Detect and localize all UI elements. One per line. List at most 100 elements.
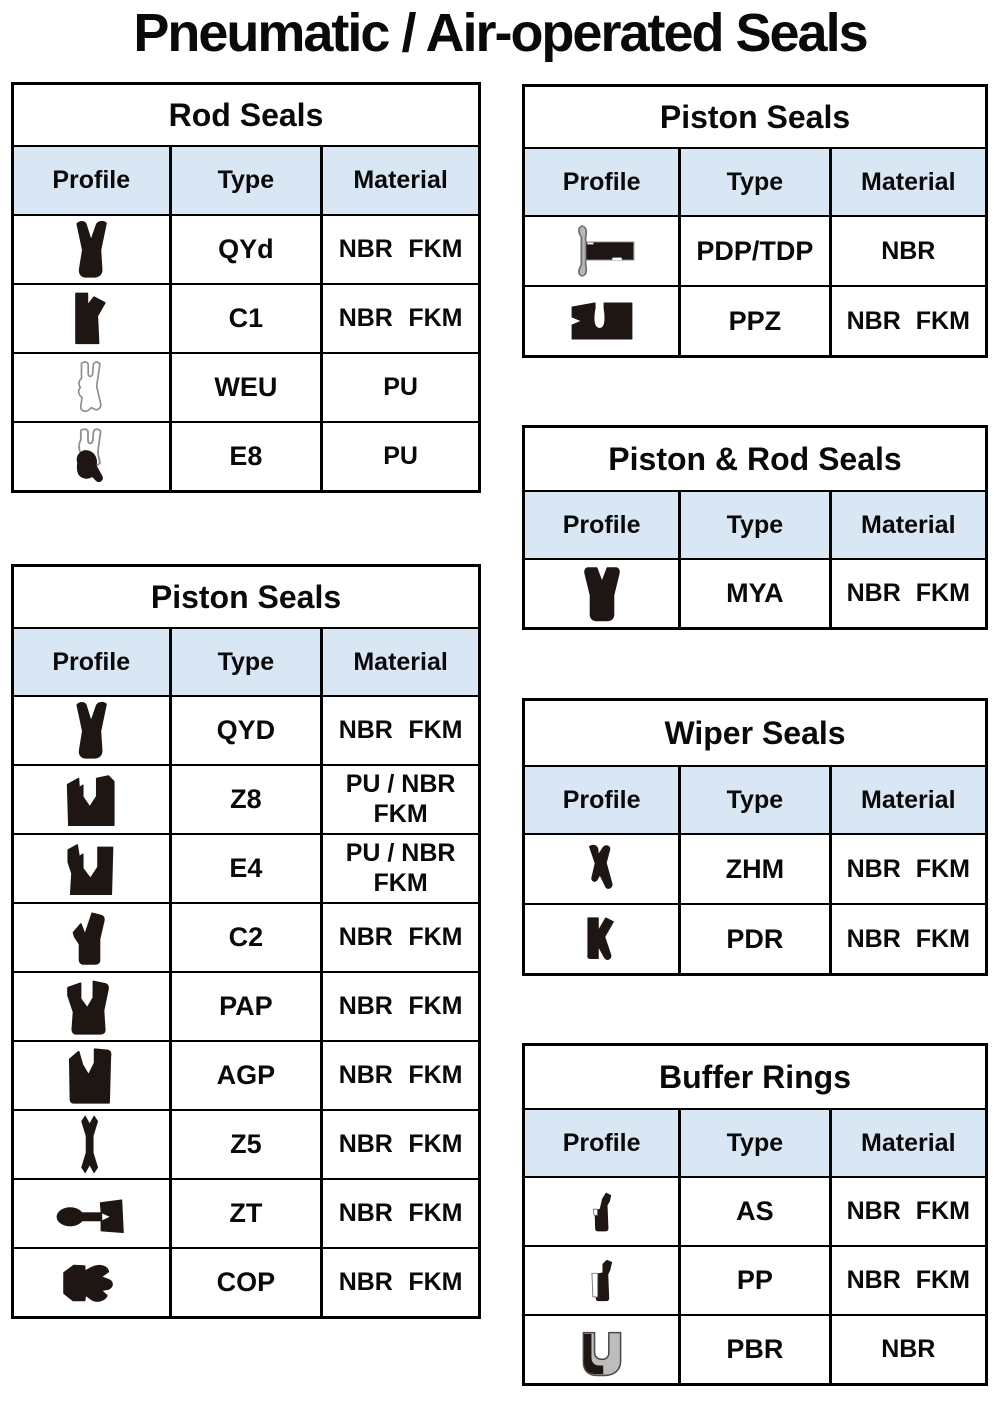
profile-cell xyxy=(525,1247,678,1314)
as-seal-profile-icon xyxy=(592,1192,611,1231)
e8-seal-profile-icon xyxy=(76,427,104,482)
profile-column-header: Profile xyxy=(525,492,679,558)
z8-seal-profile-icon xyxy=(67,774,115,826)
profile-cell xyxy=(525,287,678,355)
material-value: FKM xyxy=(408,1061,463,1089)
material-value: FKM xyxy=(915,579,970,607)
type-column-header: Type xyxy=(168,629,321,695)
mya-seal-profile-icon xyxy=(583,566,620,621)
material-cell: NBR FKM xyxy=(828,905,985,973)
table-header-row: Profile Type Material xyxy=(525,1108,985,1176)
type-cell: PDP/TDP xyxy=(678,217,828,285)
piston-seals-top-table: Piston Seals Profile Type Material PDP/T… xyxy=(522,84,988,358)
pap-seal-profile-icon xyxy=(67,980,110,1035)
profile-cell xyxy=(14,354,169,421)
material-value: FKM xyxy=(408,235,463,263)
profile-column-header: Profile xyxy=(525,1110,679,1176)
profile-cell xyxy=(14,285,169,352)
material-value: NBR xyxy=(846,579,901,607)
material-value: NBR xyxy=(846,924,901,953)
material-column-header: Material xyxy=(320,629,478,695)
material-value: NBR xyxy=(846,854,901,883)
page-title: Pneumatic / Air-operated Seals xyxy=(133,3,868,63)
material-cell: NBR FKM xyxy=(320,1042,478,1109)
material-value: FKM xyxy=(408,1268,463,1296)
type-cell: QYD xyxy=(168,697,321,764)
material-value: FKM xyxy=(915,924,970,953)
material-value: FKM xyxy=(408,1199,463,1227)
profile-column-header: Profile xyxy=(14,147,169,214)
material-value: PU xyxy=(383,373,418,401)
material-value: PU xyxy=(383,442,418,470)
type-cell: PP xyxy=(678,1247,828,1314)
type-cell: AGP xyxy=(168,1042,321,1109)
type-cell: Z5 xyxy=(168,1111,321,1178)
type-cell: E4 xyxy=(168,835,321,902)
pp-seal-profile-icon xyxy=(591,1259,612,1301)
table-title: Buffer Rings xyxy=(659,1058,851,1095)
table-row: Z5 NBR FKM xyxy=(14,1109,478,1178)
material-value: NBR xyxy=(338,992,393,1020)
material-value: FKM xyxy=(408,716,463,744)
material-value: NBR xyxy=(338,304,393,332)
table-row: WEU PU xyxy=(14,352,478,421)
material-value: FKM xyxy=(408,1130,463,1158)
material-value: NBR xyxy=(338,1061,393,1089)
profile-cell xyxy=(14,1180,169,1247)
material-value: FKM xyxy=(408,304,463,332)
profile-cell xyxy=(525,1178,678,1245)
table-header-row: Profile Type Material xyxy=(14,145,478,214)
material-value: NBR xyxy=(338,1199,393,1227)
profile-cell xyxy=(14,973,169,1040)
qyd-seal-profile-icon xyxy=(76,701,108,759)
material-value: FKM xyxy=(915,1266,970,1294)
table-header-row: Profile Type Material xyxy=(525,490,985,558)
agp-seal-profile-icon xyxy=(69,1047,112,1104)
type-cell: PBR xyxy=(678,1316,828,1383)
profile-cell xyxy=(14,1111,169,1178)
wiper-seals-table: Wiper Seals Profile Type Material ZHM NB… xyxy=(522,698,988,976)
piston-seals-main-table: Piston Seals Profile Type Material QYD N… xyxy=(11,564,481,1319)
table-title: Piston Seals xyxy=(150,578,342,615)
material-value: FKM xyxy=(915,1197,970,1225)
c2-seal-profile-icon xyxy=(72,912,105,965)
material-value: NBR xyxy=(846,1197,901,1225)
table-row: AGP NBR FKM xyxy=(14,1040,478,1109)
weu-seal-profile-icon xyxy=(78,360,102,412)
type-column-header: Type xyxy=(678,149,829,215)
material-value: NBR xyxy=(338,235,393,263)
table-title: Piston & Rod Seals xyxy=(608,440,902,477)
profile-column-header: Profile xyxy=(525,767,679,833)
type-cell: E8 xyxy=(168,423,321,490)
profile-cell xyxy=(525,217,678,285)
table-header-row: Profile Type Material xyxy=(525,147,985,215)
type-column-header: Type xyxy=(678,1110,829,1176)
material-value: PU / NBR xyxy=(345,839,456,867)
material-value: FKM xyxy=(373,868,428,897)
material-value: FKM xyxy=(915,306,970,335)
type-cell: MYA xyxy=(678,560,828,627)
material-value: NBR xyxy=(338,1130,393,1158)
material-value: NBR xyxy=(846,306,901,335)
table-title: Wiper Seals xyxy=(664,714,846,751)
material-column-header: Material xyxy=(828,492,985,558)
buffer-rings-table: Buffer Rings Profile Type Material AS NB… xyxy=(522,1043,988,1386)
profile-cell xyxy=(14,766,169,833)
zt-seal-profile-icon xyxy=(56,1198,125,1233)
